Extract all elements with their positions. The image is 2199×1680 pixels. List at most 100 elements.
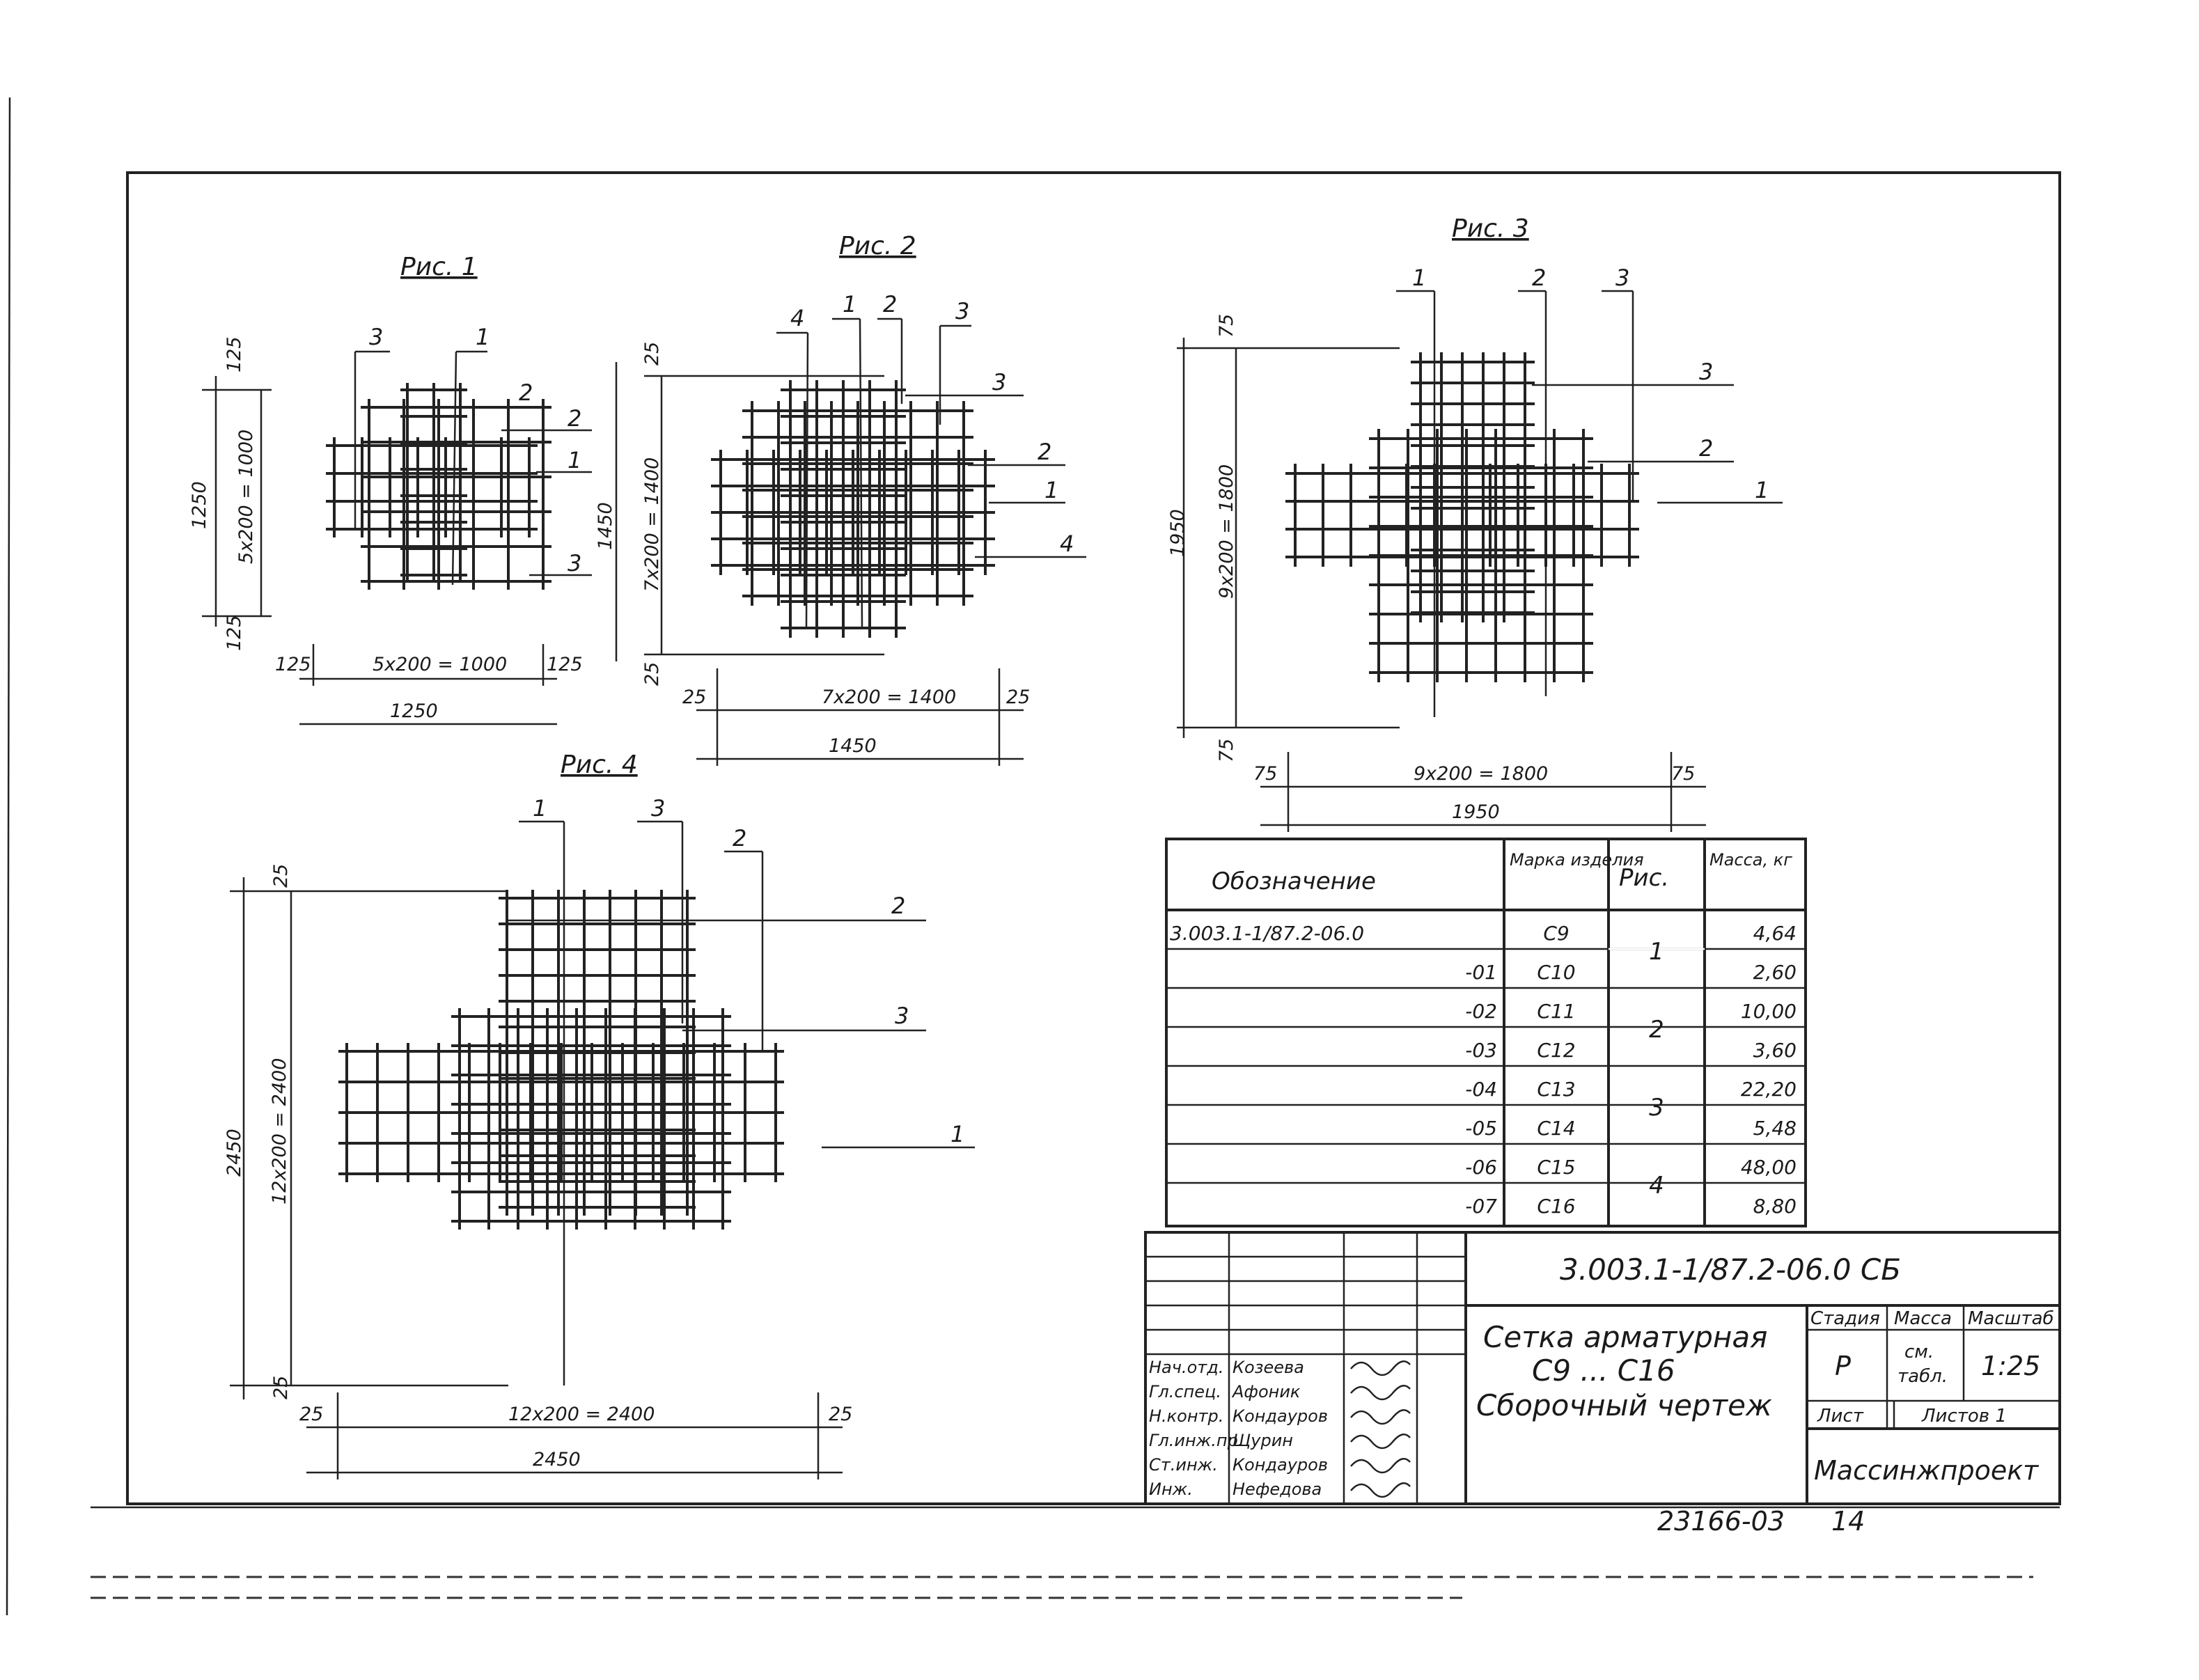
figure-3-dim-horizontal: 9х200 = 1800 (1414, 763, 1548, 785)
table-cell-figure: 1 (1649, 938, 1664, 966)
figure-4-dim-bottom: 25 (270, 1376, 292, 1399)
figure-2-dimensions (615, 362, 1024, 766)
figure-2-callout: 3 (955, 298, 969, 324)
figure-4-callout: 2 (891, 893, 905, 919)
stamp-name: Козеева (1232, 1358, 1304, 1377)
figure-3-dim-vertical: 9х200 = 1800 (1216, 464, 1237, 599)
table-cell-mass: 22,20 (1741, 1078, 1797, 1101)
figure-1-dim-top: 125 (224, 336, 245, 372)
figure-4-callout: 3 (895, 1003, 909, 1029)
figure-2-title: Рис. 2 (839, 232, 916, 260)
stamp-sheet: Лист (1817, 1406, 1864, 1427)
table-cell-designation: -05 (1465, 1117, 1497, 1140)
figure-1-callout: 3 (568, 550, 581, 576)
spec-table: Обозначение Марка изделия Рис. Масса, кг… (1165, 838, 1807, 1227)
archive-number: 23166-03 (1657, 1506, 1785, 1537)
stamp-role: Гл.инж.пр. (1149, 1431, 1243, 1450)
figure-1-dim-left: 125 (275, 654, 311, 675)
table-cell-mass: 8,80 (1753, 1195, 1797, 1218)
figure-2-callout: 3 (992, 369, 1006, 395)
table-cell-mark: С14 (1537, 1117, 1575, 1140)
table-cell-designation: -07 (1465, 1195, 1497, 1218)
figure-1-dim-vertical: 5х200 = 1000 (235, 430, 257, 564)
figure-3-dim-bottom: 75 (1216, 739, 1237, 762)
figure-4-callout: 1 (533, 795, 547, 822)
stamp-role: Нач.отд. (1149, 1358, 1223, 1377)
figure-2-dim-top: 25 (641, 342, 663, 366)
figure-4: Рис. 4 25 12х200 = 2400 2450 25 25 12х20… (224, 751, 975, 1479)
figure-3-mesh (1285, 352, 1639, 682)
stamp-role: Н.контр. (1149, 1406, 1223, 1426)
figure-2-dim-vertical: 7х200 = 1400 (641, 457, 663, 592)
drawing-frame (126, 171, 2061, 1505)
table-cell-figure: 2 (1649, 1016, 1664, 1044)
table-cell-mark: С12 (1537, 1039, 1575, 1062)
figure-1-dim-bottom: 125 (224, 615, 245, 651)
figure-4-callout: 2 (733, 825, 746, 851)
figure-4-callout: 1 (950, 1121, 964, 1147)
figure-1-callout: 1 (568, 447, 581, 473)
figure-3-dim-top: 75 (1216, 314, 1237, 338)
stamp-role: Гл.спец. (1149, 1382, 1221, 1402)
figure-4-callout: 3 (651, 795, 665, 822)
stamp-mass-line1: см. (1904, 1342, 1934, 1363)
figure-1-leaders (354, 350, 592, 586)
figure-2-dim-left: 25 (682, 686, 706, 708)
figure-3-title: Рис. 3 (1452, 214, 1529, 243)
table-cell-mass: 48,00 (1741, 1156, 1797, 1179)
figure-2-mesh (711, 380, 995, 638)
figure-1-callout: 2 (519, 379, 533, 406)
figure-2-callout: 2 (1038, 439, 1051, 465)
table-cell-designation: -01 (1465, 961, 1497, 984)
figure-3-callout: 1 (1412, 265, 1426, 291)
figure-2-leaders (776, 317, 1086, 627)
figure-2-dim-right: 25 (1006, 686, 1030, 708)
table-header-mass: Масса, кг (1709, 850, 1792, 870)
table-cell-mark: С10 (1537, 961, 1575, 984)
figure-3-dimensions (1177, 338, 1706, 832)
figure-2-dim-total-horizontal: 1450 (829, 735, 877, 757)
table-cell-mass: 5,48 (1753, 1117, 1797, 1140)
signature-mark (1350, 1408, 1411, 1425)
stamp-signatures: Нач.отд.КозееваГл.спец.АфоникН.контр.Кон… (1149, 1358, 1411, 1499)
figure-3-dim-total-vertical: 1950 (1167, 509, 1189, 557)
table-cell-designation: -04 (1465, 1078, 1497, 1101)
stamp-mass-line2: табл. (1897, 1366, 1948, 1387)
stamp-doc-code: 3.003.1-1/87.2-06.0 СБ (1560, 1253, 1901, 1287)
figure-1-dim-total-vertical: 1250 (189, 481, 210, 529)
figure-3-dim-total-horizontal: 1950 (1452, 801, 1500, 823)
stamp-col-mass: Масса (1894, 1308, 1952, 1329)
figure-1-callout: 1 (476, 324, 490, 350)
stamp-scale: 1:25 (1981, 1351, 2040, 1381)
stamp-title-line1: Сетка арматурная (1483, 1320, 1767, 1354)
figure-1-dimensions (202, 376, 557, 725)
figure-4-dim-top: 25 (270, 864, 292, 888)
figure-4-dim-right: 25 (829, 1404, 852, 1425)
table-cell-mass: 2,60 (1753, 961, 1797, 984)
signature-mark (1350, 1482, 1411, 1498)
stamp-name: Кондауров (1232, 1406, 1328, 1426)
figure-4-title: Рис. 4 (561, 751, 638, 779)
figure-3-callout: 3 (1615, 265, 1629, 291)
table-cell-mass: 4,64 (1753, 922, 1797, 945)
figure-1-mesh (326, 383, 551, 590)
stamp-stage: Р (1835, 1351, 1851, 1381)
stamp-name: Щурин (1232, 1431, 1293, 1450)
figure-3-dim-right: 75 (1671, 763, 1695, 785)
figure-2-callout: 1 (1044, 477, 1058, 503)
table-header-mark: Марка изделия (1510, 850, 1644, 870)
figure-1-callout: 3 (369, 324, 383, 350)
figure-4-mesh (338, 890, 784, 1230)
signature-mark (1350, 1384, 1411, 1401)
figure-1-callout: 2 (568, 405, 581, 432)
stamp-organization: Массинжпроект (1814, 1455, 2040, 1486)
figure-4-dim-horizontal: 12х200 = 2400 (508, 1404, 655, 1425)
stamp-role: Ст.инж. (1149, 1455, 1218, 1475)
figure-1-dim-total-horizontal: 1250 (390, 700, 438, 722)
signature-mark (1350, 1433, 1411, 1450)
table-cell-mark: С13 (1537, 1078, 1575, 1101)
table-cell-mass: 3,60 (1753, 1039, 1797, 1062)
figure-1-dim-right: 125 (547, 654, 583, 675)
figure-3-callout: 2 (1699, 435, 1713, 462)
